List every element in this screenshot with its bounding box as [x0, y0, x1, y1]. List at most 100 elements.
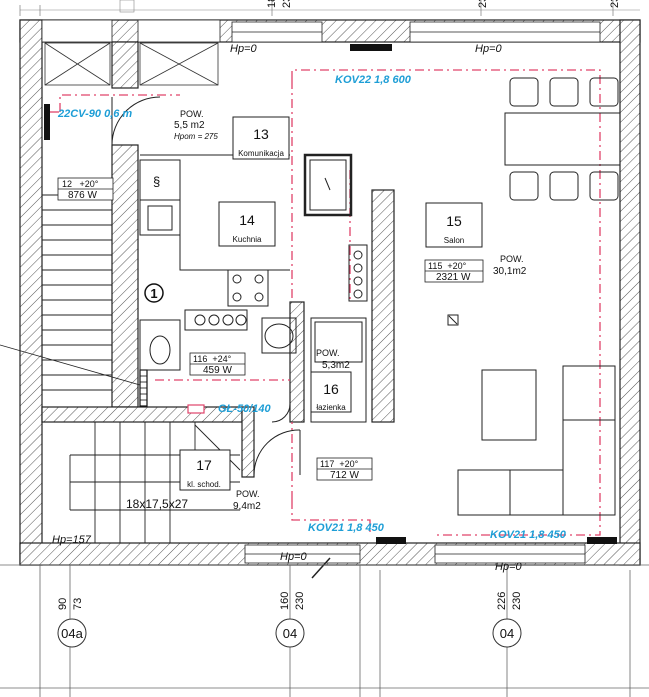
lower-section: [0, 564, 649, 697]
heater-kov22: [350, 44, 392, 51]
dining-table: [504, 112, 621, 166]
room-box-16: [310, 371, 352, 413]
axis-label-04-a: 04: [283, 626, 297, 641]
level-hp0-a: Hp=0: [230, 43, 257, 55]
axis-label-04a: 04a: [61, 626, 83, 641]
heat-tag-116-bottom: 459 W: [203, 365, 232, 376]
wall-bathroom-west: [289, 301, 305, 423]
shower: [310, 317, 367, 423]
heater-kov21-a: [376, 537, 406, 544]
dim-226: 226: [496, 592, 508, 610]
sink-glyph: §: [153, 174, 160, 189]
heater-label-kov22: KOV22 1,8 600: [335, 74, 412, 86]
washbasin-box: [261, 317, 297, 354]
wall-west: [19, 19, 43, 566]
stairs-spec: 18x17,5x27: [126, 497, 188, 511]
room-box-14: [218, 201, 276, 247]
labels: 1 Hp=0 Hp=0 Hp=0 Hp=0 Hp=157 KOV22 1,8 6…: [52, 43, 567, 641]
window-nw-2: [137, 19, 221, 43]
dim-230-b: 230: [511, 592, 523, 610]
heater-22cv: [44, 104, 50, 140]
wall-hall: [241, 406, 255, 478]
room-15-area: 30,1m2: [493, 266, 527, 277]
stove: [227, 269, 269, 307]
top-dimension-lines: 18 23 23 23: [19, 0, 640, 16]
wall-pier: [111, 41, 139, 89]
window-xboxes: [44, 42, 219, 86]
room-14-number: 14: [239, 212, 255, 228]
room-box-17: [179, 449, 231, 491]
wall-east: [619, 19, 641, 566]
fridge: [303, 153, 353, 217]
room-13-pow: POW.: [180, 109, 204, 119]
dim-23-b: 23: [477, 0, 489, 8]
section-marker-label: 1: [150, 286, 157, 301]
heater-kov21-b: [587, 537, 617, 544]
room-16-name: łazienka: [316, 403, 346, 412]
walls: [19, 19, 641, 566]
room-17-number: 17: [196, 457, 212, 473]
room-13-height: Hpom = 275: [174, 132, 218, 141]
heat-tag-117-top: 117 +20°: [320, 459, 359, 469]
dim-90: 90: [57, 598, 69, 610]
doors: [111, 96, 331, 579]
dim-160: 160: [279, 592, 291, 610]
room-15-pow: POW.: [500, 254, 524, 264]
level-hp0-b: Hp=0: [475, 43, 502, 55]
room-17-name: kl. schod.: [187, 480, 221, 489]
leader-line: [0, 344, 141, 386]
section-marker: [144, 283, 164, 303]
wall-stairs-west: [111, 144, 139, 408]
toilet: [149, 335, 171, 365]
dim-23-c: 23: [609, 0, 621, 8]
room-17-pow: POW.: [236, 489, 260, 499]
axis-label-04-b: 04: [500, 626, 514, 641]
room-14-name: Kuchnia: [233, 235, 262, 244]
room-16-area: 5,3m2: [322, 360, 350, 371]
oven-column: [348, 244, 368, 302]
room-13-number: 13: [253, 126, 269, 142]
room-box-13: [232, 116, 290, 160]
heater-label-gl: GŁ-50/140: [218, 403, 271, 415]
room-13-area: 5,5 m2: [174, 120, 205, 131]
toilet-box: [139, 319, 181, 371]
wall-salon-partition: [371, 189, 395, 423]
kitchen-counters: [139, 153, 368, 307]
dishwasher-box: [139, 199, 181, 236]
wc-cistern: [184, 309, 248, 331]
heat-tag-115-top: 115 +20°: [428, 261, 467, 271]
heater-label-kov21-a: KOV21 1,8 450: [308, 522, 385, 534]
heat-tag-116-top: 116 +24°: [193, 354, 232, 364]
level-hp157: Hp=157: [52, 534, 92, 546]
vent-gl: [187, 404, 205, 414]
axis-bubbles: [57, 618, 522, 648]
level-hp0-d: Hp=0: [495, 561, 522, 573]
dim-73: 73: [72, 598, 84, 610]
wall-stairwell-north: [41, 406, 243, 423]
room-15-number: 15: [446, 213, 462, 229]
dim-18: 18: [266, 0, 278, 8]
salon-furniture: [447, 77, 621, 516]
heat-tag-12-top: 12 +20°: [62, 179, 99, 189]
heater-label-22cv: 22CV-90 0,6 m: [57, 108, 132, 120]
room-boxes: [179, 116, 483, 491]
dim-23-a: 23: [281, 0, 293, 8]
heat-tag-boxes: [57, 177, 484, 481]
heat-tag-115-bottom: 2321 W: [436, 272, 471, 283]
coffee-table: [481, 369, 537, 441]
bathroom-fixtures: [139, 309, 367, 423]
heating-route: [50, 69, 601, 536]
dim-230-a: 230: [294, 592, 306, 610]
windows: [41, 19, 601, 564]
level-hp0-c: Hp=0: [280, 551, 307, 563]
heat-tag-12-bottom: 876 W: [68, 190, 97, 201]
room-16-pow: POW.: [316, 348, 340, 358]
room-box-15: [425, 202, 483, 248]
heat-tag-117-bottom: 712 W: [330, 470, 359, 481]
room-17-area: 9,4m2: [233, 501, 261, 512]
window-nw-1: [41, 19, 113, 43]
washbasin: [264, 323, 294, 349]
heater-label-kov21-b: KOV21 1,8 450: [490, 529, 567, 541]
room-15-name: Salon: [444, 236, 464, 245]
